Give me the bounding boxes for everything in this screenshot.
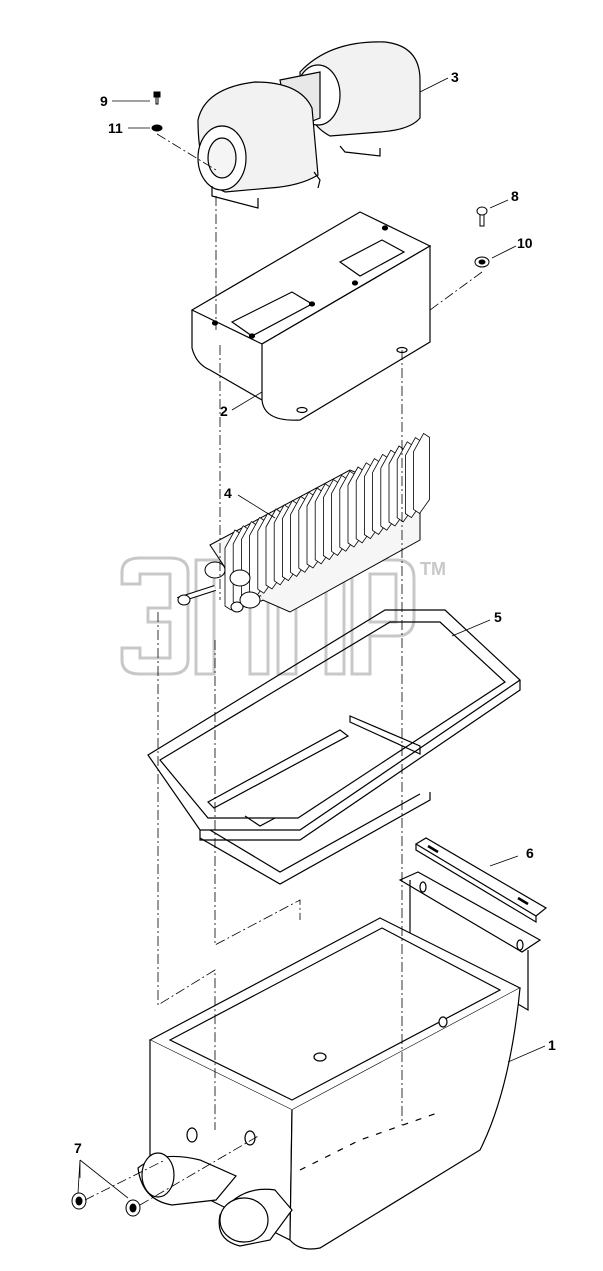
heater-fin <box>413 432 430 514</box>
gasket-frame-part-5 <box>147 609 521 885</box>
leader-lines <box>77 77 546 1199</box>
callout-4: 4 <box>224 485 232 501</box>
screw-9-icon <box>153 91 161 98</box>
heater-core-part-4 <box>177 432 430 613</box>
callout-11: 11 <box>108 120 123 136</box>
watermark-trademark: TM <box>420 559 446 579</box>
upper-housing-part-2 <box>190 211 432 421</box>
assembly-centerlines <box>84 133 483 1206</box>
lower-housing-part-1 <box>137 871 542 1250</box>
callout-5: 5 <box>494 609 502 625</box>
callout-10: 10 <box>517 235 533 251</box>
callout-2: 2 <box>220 403 228 419</box>
callout-7: 7 <box>74 1140 82 1156</box>
fasteners <box>71 91 490 1217</box>
callout-9: 9 <box>100 93 108 109</box>
callout-labels: 1 2 3 4 5 6 7 8 9 10 11 <box>74 69 556 1156</box>
callout-6: 6 <box>526 845 534 861</box>
screw-8-icon <box>476 206 488 216</box>
callout-3: 3 <box>451 69 459 85</box>
washer-11-icon <box>151 124 163 132</box>
strip-part-6 <box>414 837 548 924</box>
callout-1: 1 <box>548 1037 556 1053</box>
blower-part-3 <box>197 41 421 209</box>
callout-8: 8 <box>511 188 519 204</box>
